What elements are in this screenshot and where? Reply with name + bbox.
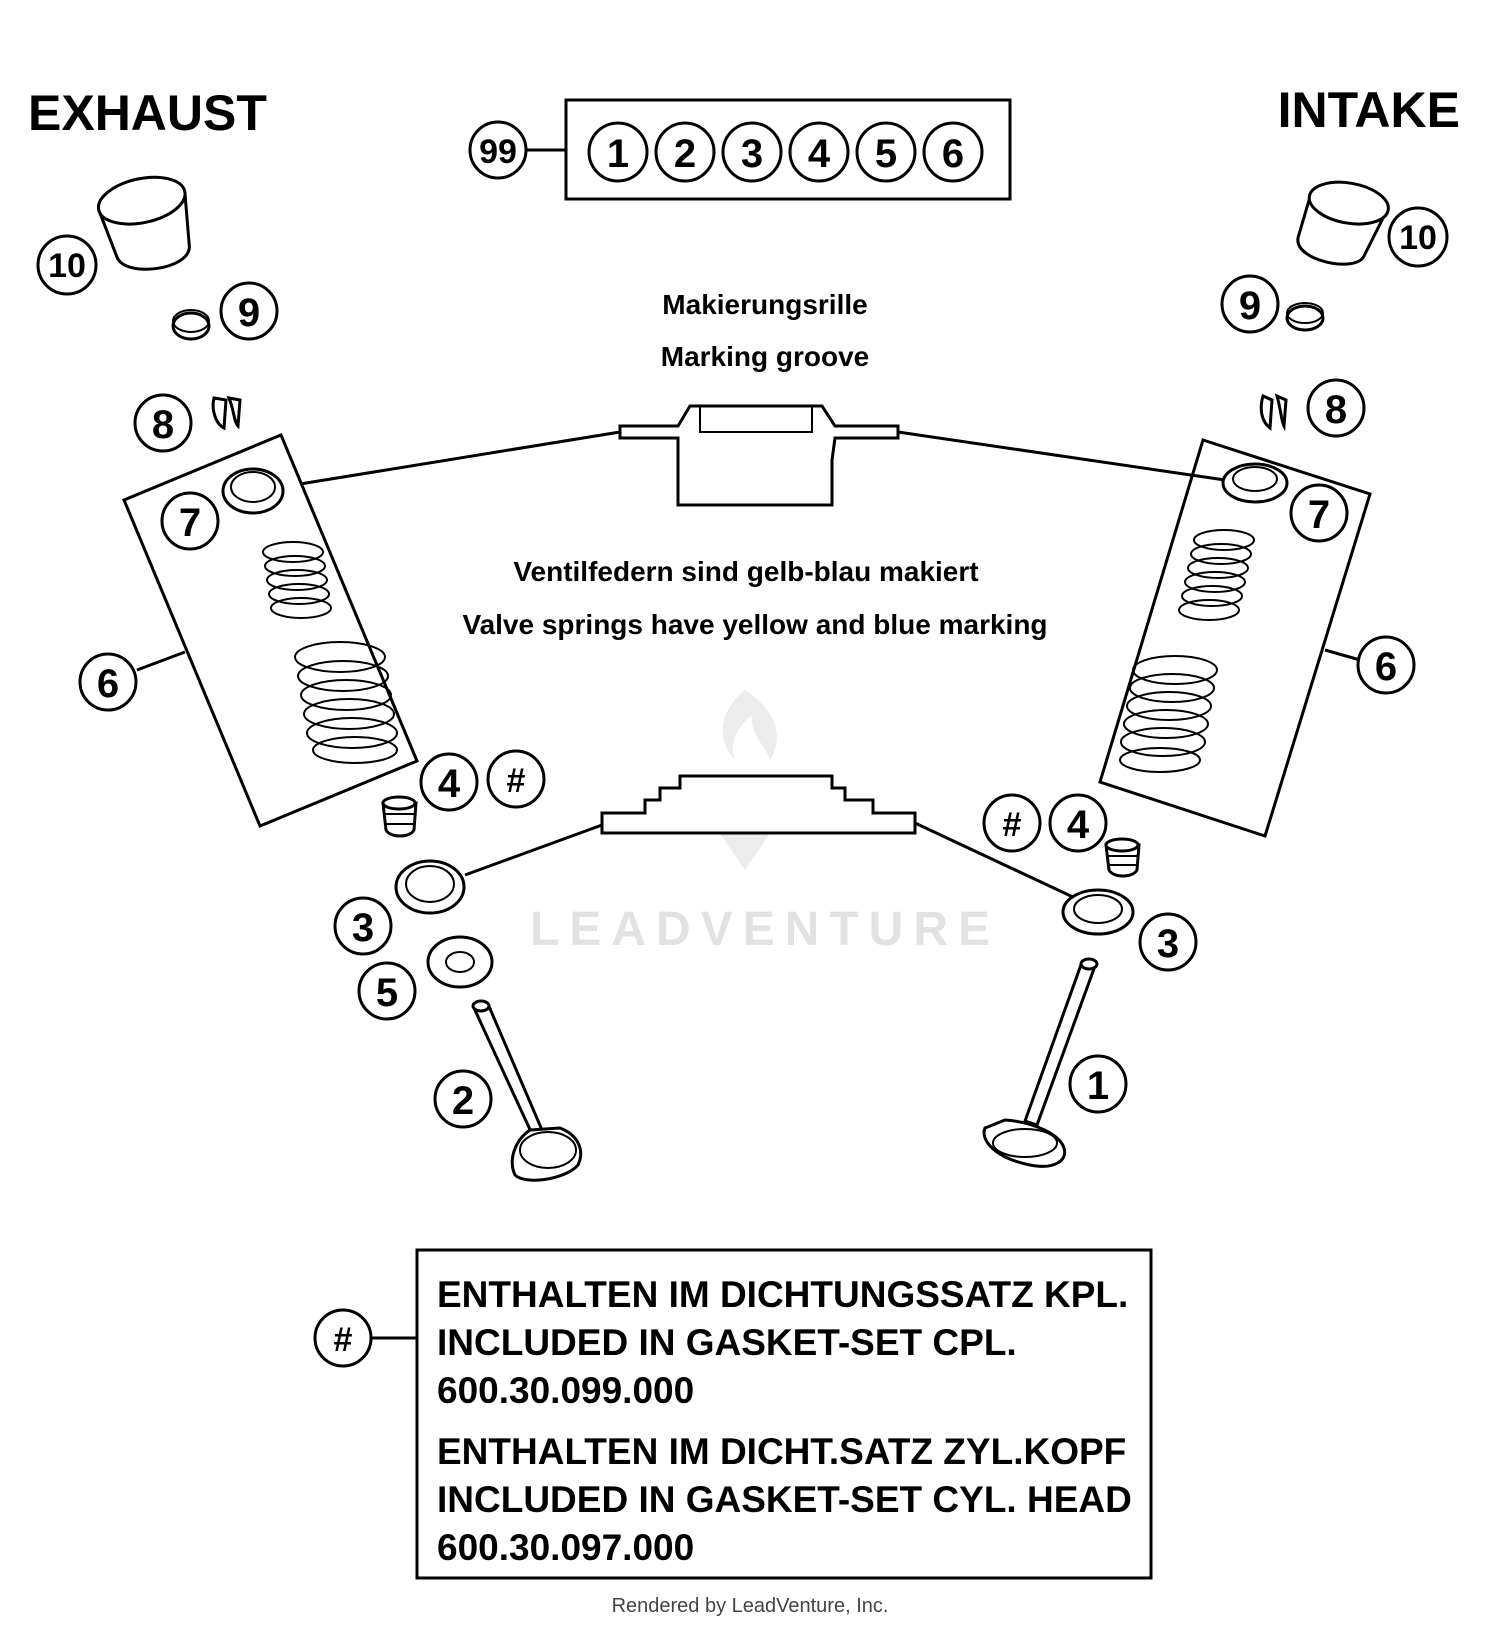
exhaust-callout-7 [160, 491, 220, 551]
intake-heading: INTAKE [1278, 82, 1460, 138]
intake-callout-6-label: 6 [1375, 645, 1397, 689]
exhaust-callout-9-label: 9 [238, 291, 260, 335]
exhaust-spring-group-box [122, 433, 419, 828]
intake-valve-stem-seal [1104, 837, 1141, 878]
exhaust-callout-5-label: 5 [376, 971, 398, 1015]
exhaust-callout-2-label: 2 [452, 1079, 474, 1123]
exhaust-callout-6-label: 6 [97, 662, 119, 706]
marking-groove-de: Makierungsrille [662, 289, 867, 320]
spring-note-en: Valve springs have yellow and blue marki… [462, 609, 1047, 640]
intake-collets [1259, 393, 1288, 432]
exhaust-heading: EXHAUST [28, 85, 267, 141]
intake-callout-4-label: 4 [1067, 803, 1090, 847]
gasket-line-4: ENTHALTEN IM DICHT.SATZ ZYL.KOPF [437, 1431, 1126, 1472]
gasket-line-2: INCLUDED IN GASKET-SET CPL. [437, 1322, 1017, 1363]
render-credit: Rendered by LeadVenture, Inc. [612, 1595, 889, 1617]
exhaust-callout-5 [357, 961, 417, 1021]
intake-callout-10 [1387, 206, 1449, 268]
footer-callout-hash-label: # [334, 1321, 353, 1359]
kit-box [564, 98, 1012, 201]
exhaust-callout-10-label: 10 [48, 247, 86, 285]
intake-callout-10-label: 10 [1399, 219, 1437, 257]
kit-item-4: 4 [808, 132, 831, 176]
intake-bucket-tappet [1296, 180, 1390, 266]
exhaust-valve [471, 999, 583, 1182]
exhaust-callout-2 [433, 1069, 493, 1129]
marking-groove-detail [299, 404, 1226, 507]
intake-callout-1-label: 1 [1087, 1064, 1109, 1108]
kit-reference: 99 1 2 3 4 5 6 [468, 98, 1012, 201]
exhaust-callout-8-label: 8 [152, 403, 174, 447]
exhaust-valve-springs [262, 541, 398, 764]
exhaust-callout-9 [219, 281, 279, 341]
gasket-part-number-2: 600.30.097.000 [437, 1527, 694, 1568]
gasket-set-box [415, 1248, 1153, 1580]
intake-callout-3-label: 3 [1157, 922, 1179, 966]
exhaust-spring-retainer [221, 467, 285, 515]
intake-shim [1285, 302, 1325, 332]
intake-callout-8 [1306, 378, 1366, 438]
exhaust-callout-hash-label: # [507, 762, 526, 800]
intake-callout-1 [1068, 1054, 1128, 1114]
intake-callout-9 [1220, 274, 1280, 334]
intake-callout-8-label: 8 [1325, 388, 1347, 432]
exhaust-shim [171, 309, 211, 341]
intake-callout-7-label: 7 [1308, 493, 1330, 537]
intake-seal-washer [1061, 888, 1135, 936]
exhaust-callout-10 [36, 234, 98, 296]
marking-groove-en: Marking groove [661, 341, 869, 372]
exhaust-callout-7-label: 7 [179, 501, 201, 545]
kit-item-5: 5 [875, 132, 897, 176]
intake-callout-3 [1138, 912, 1198, 972]
exhaust-valve-stem-seal [381, 795, 418, 838]
valve-seal-detail [464, 774, 1091, 907]
exhaust-bucket-tappet [96, 175, 191, 271]
kit-ref-number: 99 [479, 133, 517, 171]
intake-spring-retainer [1221, 462, 1289, 504]
exhaust-callout-4 [419, 752, 479, 812]
intake-callout-9-label: 9 [1239, 284, 1261, 328]
exhaust-callout-8 [133, 393, 193, 453]
kit-item-3: 3 [741, 132, 763, 176]
exhaust-callout-3-label: 3 [352, 906, 374, 950]
intake-valve [982, 957, 1099, 1168]
intake-callout-hash [982, 793, 1042, 853]
kit-item-6: 6 [942, 132, 964, 176]
intake-callout-hash-label: # [1003, 806, 1022, 844]
intake-valve-springs [1119, 529, 1255, 773]
kit-item-2: 2 [674, 132, 696, 176]
spring-note-de: Ventilfedern sind gelb-blau makiert [513, 556, 978, 587]
exhaust-spring-seat [426, 935, 494, 989]
intake-callout-6 [1356, 635, 1416, 695]
gasket-line-5: INCLUDED IN GASKET-SET CYL. HEAD [437, 1479, 1132, 1520]
exhaust-collets [211, 396, 242, 431]
intake-callout-7 [1289, 483, 1349, 543]
exhaust-callout-3 [333, 896, 393, 956]
exhaust-callout-4-label: 4 [438, 762, 461, 806]
watermark-text: LEADVENTURE [530, 903, 1000, 956]
exhaust-callout-hash [486, 749, 546, 809]
gasket-line-1: ENTHALTEN IM DICHTUNGSSATZ KPL. [437, 1274, 1128, 1315]
kit-item-1: 1 [607, 132, 629, 176]
exhaust-seal-washer [394, 859, 466, 915]
intake-callout-4 [1048, 793, 1108, 853]
exhaust-callout-6 [78, 652, 138, 712]
gasket-part-number-1: 600.30.099.000 [437, 1370, 694, 1411]
